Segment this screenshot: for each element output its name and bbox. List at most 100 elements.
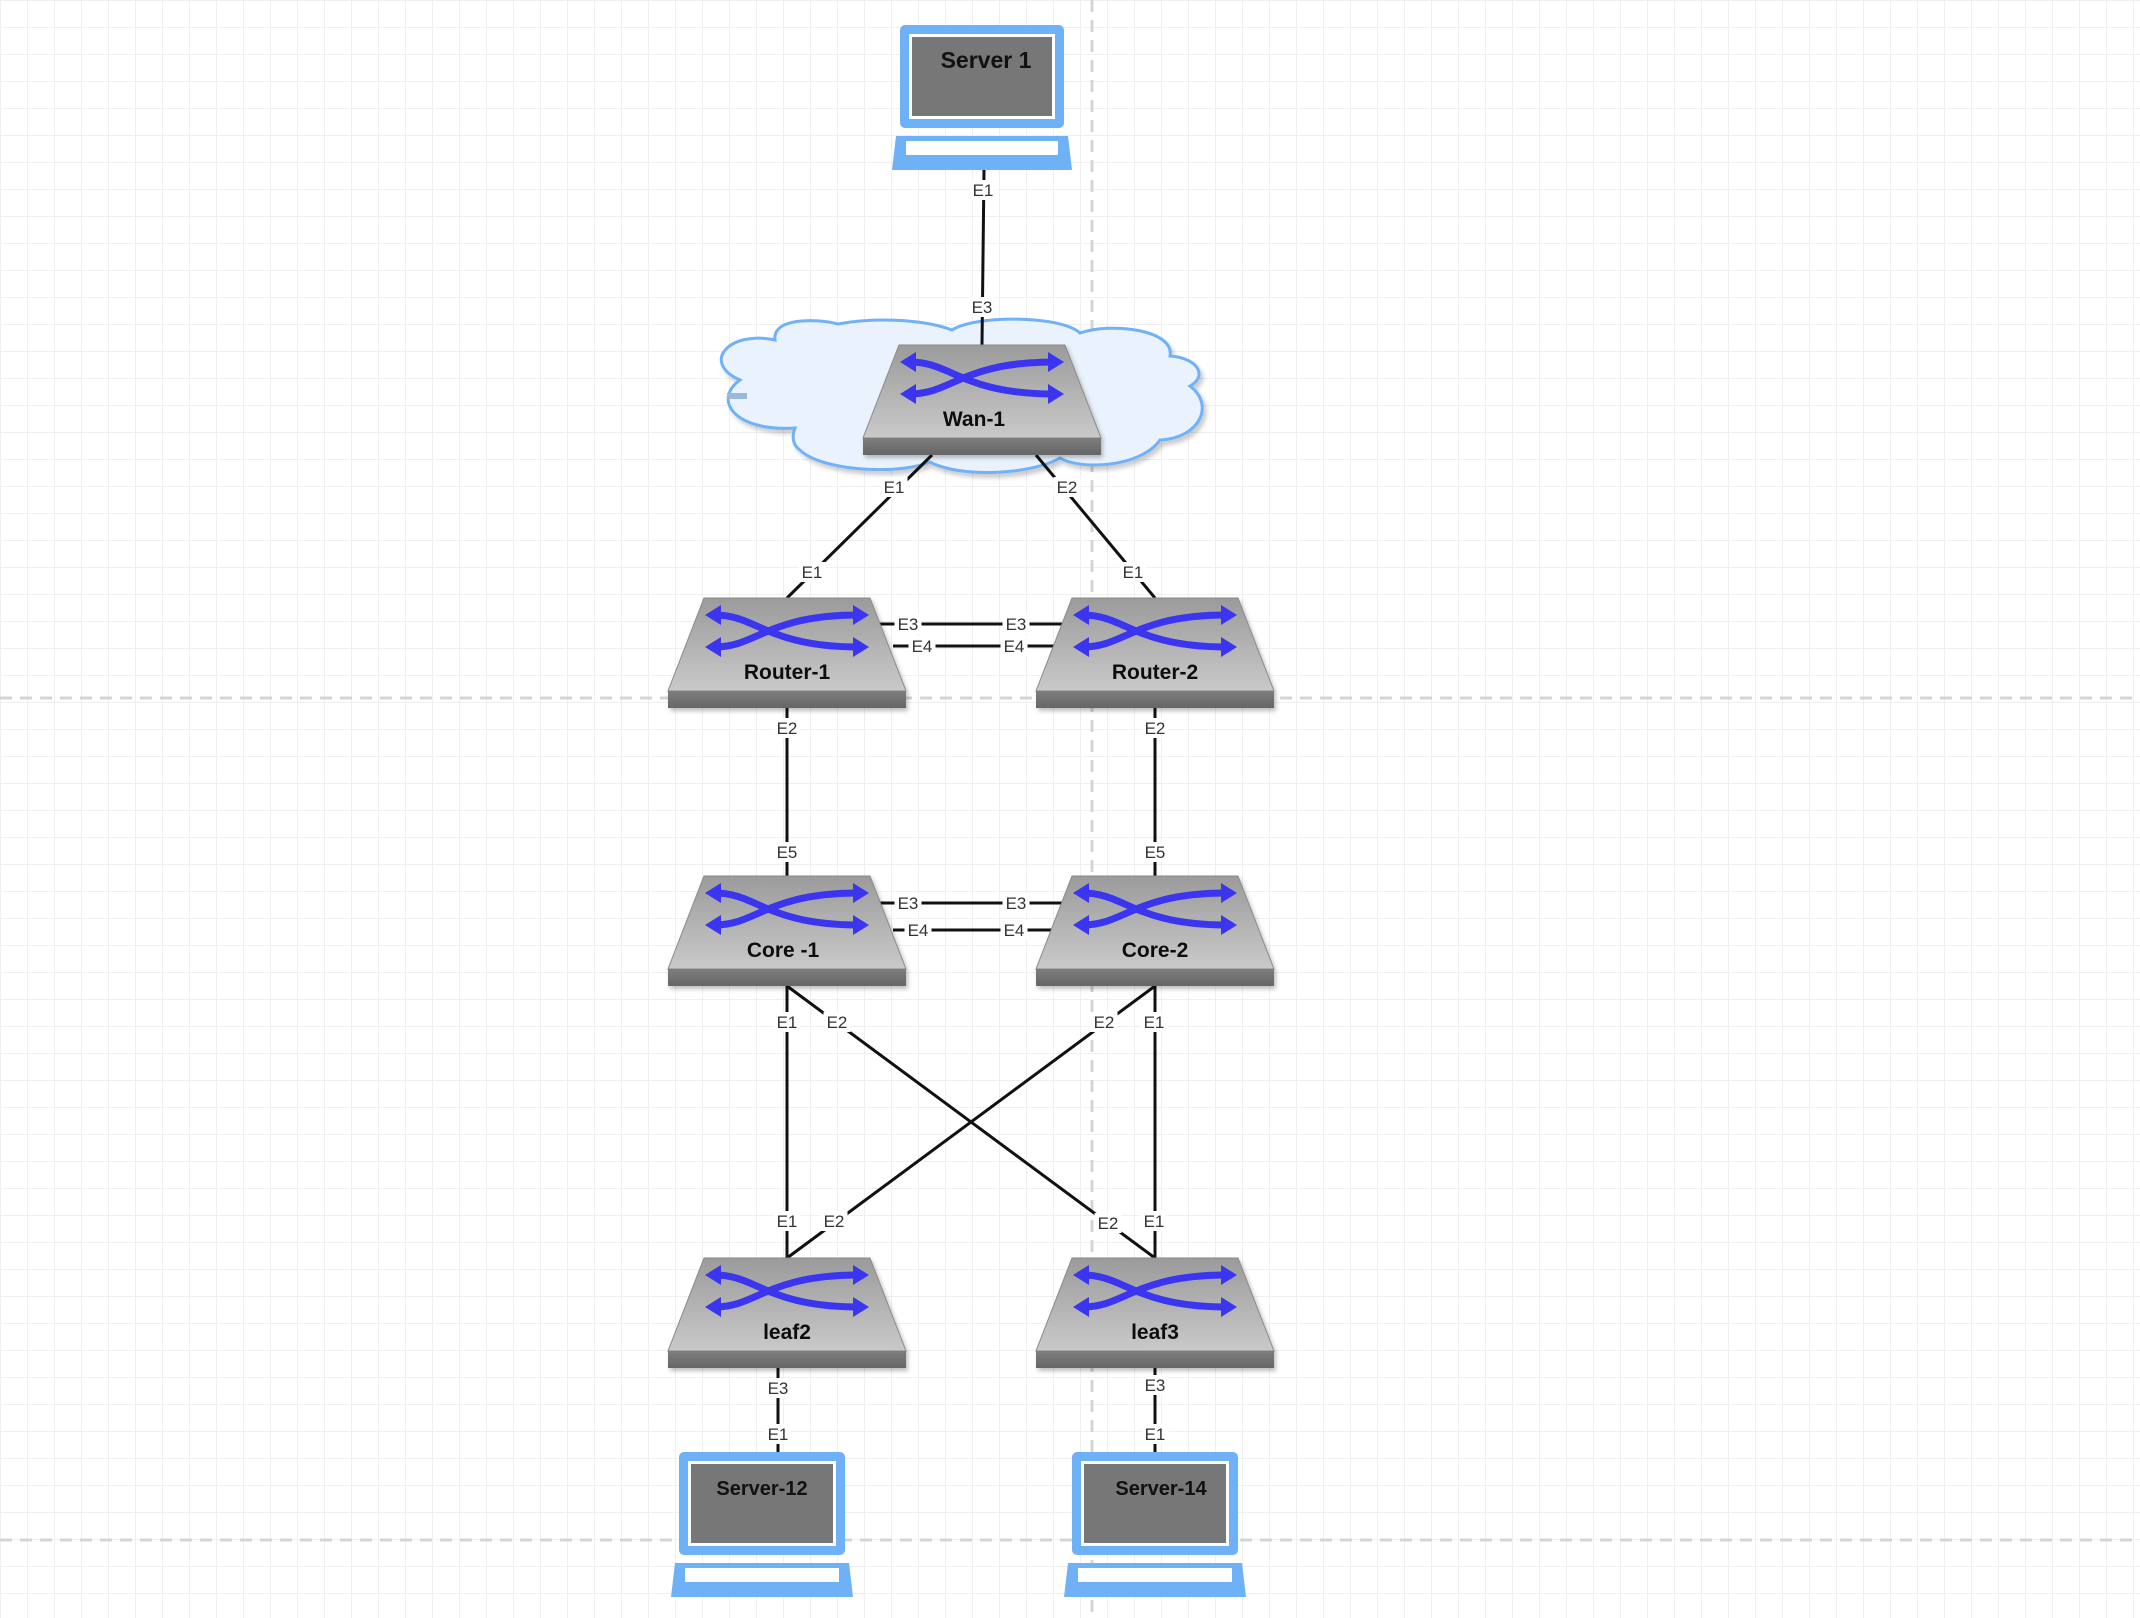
switch-leaf3[interactable]: leaf3 <box>1035 1257 1275 1368</box>
node-label-leaf3: leaf3 <box>1131 1321 1179 1344</box>
port-label-core1-leaf3-to-bg <box>1094 1213 1122 1233</box>
port-label-router2-core2-to-bg <box>1141 842 1169 862</box>
port-label-core1-core2-b-to-bg <box>1000 920 1028 940</box>
port-label-wan1-router2-from: E2 <box>1057 478 1078 497</box>
switch-arrows-icon <box>705 883 869 935</box>
port-label-core2-leaf3-from-bg <box>1140 1012 1168 1032</box>
port-label-router1-core1-from: E2 <box>777 719 798 738</box>
port-label-core1-leaf2-from: E1 <box>777 1013 798 1032</box>
port-label-leaf2-server12-from: E3 <box>768 1379 789 1398</box>
laptop-screen <box>1084 1464 1226 1543</box>
port-label-server1-wan1-from: E1 <box>973 181 994 200</box>
port-label-router2-core2-to: E5 <box>1145 843 1166 862</box>
port-label-core1-core2-b-from: E4 <box>908 921 929 940</box>
port-label-core2-leaf2-to-bg <box>820 1211 848 1231</box>
port-label-router1-router2-a-from-bg <box>894 614 922 634</box>
port-label-core1-core2-a-from-bg <box>894 893 922 913</box>
port-label-server1-wan1-from-bg <box>969 180 997 200</box>
switch-front <box>1036 1351 1274 1368</box>
port-label-wan1-router1-from-bg <box>880 477 908 497</box>
port-label-core1-core2-b-to: E4 <box>1004 921 1025 940</box>
port-label-leaf2-server12-from-bg <box>764 1378 792 1398</box>
switch-arrows-icon <box>705 605 869 657</box>
port-label-router2-core2-from: E2 <box>1145 719 1166 738</box>
port-label-core2-leaf3-to: E1 <box>1144 1212 1165 1231</box>
port-label-router1-core1-from-bg <box>773 718 801 738</box>
port-label-leaf2-server12-to-bg <box>764 1424 792 1444</box>
port-label-leaf3-server14-from-bg <box>1141 1375 1169 1395</box>
node-label-server1: Server 1 <box>941 47 1032 73</box>
port-label-core1-core2-b-from-bg <box>904 920 932 940</box>
switch-front <box>668 691 906 708</box>
laptop-keyboard <box>906 141 1058 155</box>
port-label-router1-router2-b-from: E4 <box>912 637 933 656</box>
switch-arrows-icon <box>705 1265 869 1317</box>
port-label-router1-router2-b-from-bg <box>908 636 936 656</box>
switch-core1[interactable]: Core -1 <box>667 875 907 986</box>
server-server14[interactable]: Server-14 <box>1064 1452 1246 1597</box>
port-label-router1-core1-to-bg <box>773 842 801 862</box>
node-label-server12: Server-12 <box>716 1478 807 1500</box>
port-label-router1-router2-b-to-bg <box>1000 636 1028 656</box>
laptop-keyboard <box>1078 1568 1232 1582</box>
switch-front <box>668 969 906 986</box>
switch-router1[interactable]: Router-1 <box>667 597 907 708</box>
port-label-router1-core1-to: E5 <box>777 843 798 862</box>
port-label-core1-leaf3-from-bg <box>823 1012 851 1032</box>
switch-arrows-icon <box>1073 883 1237 935</box>
port-label-core1-leaf3-from: E2 <box>827 1013 848 1032</box>
port-label-wan1-router2-to-bg <box>1119 562 1147 582</box>
port-label-router1-router2-a-from: E3 <box>898 615 919 634</box>
port-label-core1-core2-a-from: E3 <box>898 894 919 913</box>
laptop-screen <box>691 1464 833 1543</box>
switch-front <box>668 1351 906 1368</box>
server-server1[interactable]: Server 1 <box>892 25 1072 170</box>
switch-arrows-icon <box>1073 1265 1237 1317</box>
switch-front <box>863 438 1101 455</box>
switch-router2[interactable]: Router-2 <box>1035 597 1275 708</box>
port-label-wan1-router1-from: E1 <box>884 478 905 497</box>
laptop-keyboard <box>685 1568 839 1582</box>
port-label-wan1-router1-to-bg <box>798 562 826 582</box>
node-label-router2: Router-2 <box>1112 661 1198 684</box>
node-label-core1: Core -1 <box>747 939 820 962</box>
port-label-core2-leaf3-to-bg <box>1140 1211 1168 1231</box>
port-label-wan1-router1-to: E1 <box>802 563 823 582</box>
port-label-leaf3-server14-from: E3 <box>1145 1376 1166 1395</box>
port-label-core1-leaf2-from-bg <box>773 1012 801 1032</box>
port-label-router1-router2-b-to: E4 <box>1004 637 1025 656</box>
port-label-core2-leaf2-from-bg <box>1090 1012 1118 1032</box>
node-label-router1: Router-1 <box>744 661 831 684</box>
port-label-core2-leaf2-to: E2 <box>824 1212 845 1231</box>
server-server12[interactable]: Server-12 <box>671 1452 853 1597</box>
node-label-server14: Server-14 <box>1115 1478 1207 1500</box>
port-label-leaf3-server14-to: E1 <box>1145 1425 1166 1444</box>
port-label-core1-core2-a-to: E3 <box>1006 894 1027 913</box>
switch-arrows-icon <box>1073 605 1237 657</box>
node-label-leaf2: leaf2 <box>763 1321 811 1344</box>
laptop-screen <box>912 37 1052 116</box>
port-label-core1-leaf2-to-bg <box>773 1211 801 1231</box>
switch-wan1[interactable]: Wan-1 <box>862 344 1102 455</box>
port-label-router1-router2-a-to: E3 <box>1006 615 1027 634</box>
node-label-wan1: Wan-1 <box>943 408 1006 431</box>
node-label-core2: Core-2 <box>1122 939 1189 962</box>
port-label-server1-wan1-to: E3 <box>972 298 993 317</box>
port-label-core2-leaf2-from: E2 <box>1094 1013 1115 1032</box>
port-label-core1-core2-a-to-bg <box>1002 893 1030 913</box>
switch-arrows-icon <box>900 352 1064 404</box>
switch-front <box>1036 691 1274 708</box>
switch-leaf2[interactable]: leaf2 <box>667 1257 907 1368</box>
cloud-handle-icon <box>727 393 747 399</box>
port-label-core1-leaf3-to: E2 <box>1098 1214 1119 1233</box>
port-label-core2-leaf3-from: E1 <box>1144 1013 1165 1032</box>
switch-core2[interactable]: Core-2 <box>1035 875 1275 986</box>
switch-front <box>1036 969 1274 986</box>
port-label-router1-router2-a-to-bg <box>1002 614 1030 634</box>
port-label-wan1-router2-to: E1 <box>1123 563 1144 582</box>
port-label-wan1-router2-from-bg <box>1053 477 1081 497</box>
